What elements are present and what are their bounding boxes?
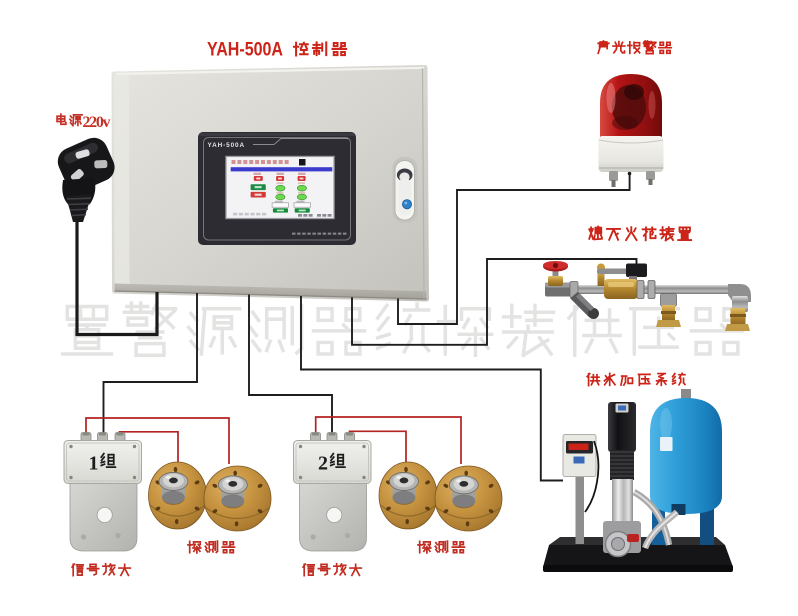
svg-text:1: 1: [89, 453, 99, 475]
svg-text:2: 2: [318, 453, 328, 475]
svg-text:YAH-500A: YAH-500A: [208, 142, 246, 149]
svg-text:220v: 220v: [83, 114, 111, 131]
svg-text:YAH-500A: YAH-500A: [207, 40, 283, 61]
